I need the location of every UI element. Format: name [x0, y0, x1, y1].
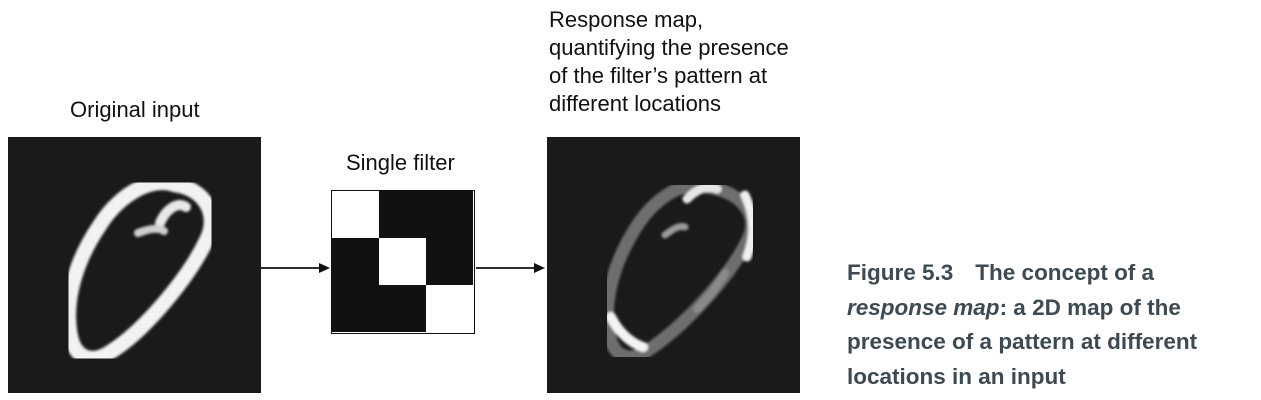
response-map-label-line: quantifying the presence: [549, 35, 789, 60]
filter-to-response-arrow: [476, 260, 546, 281]
filter-cell: [426, 285, 473, 332]
filter-cell: [332, 191, 379, 238]
caption-text-after: : a 2D map of the presence of a pattern …: [847, 294, 1198, 389]
figure-number: Figure 5.3: [847, 260, 954, 285]
original-input-image: [8, 137, 261, 393]
caption-italic-term: response map: [847, 294, 1000, 320]
filter-cell: [379, 238, 426, 285]
response-map-image: [547, 137, 800, 393]
filter-cell: [379, 191, 426, 238]
filter-cell: [426, 238, 473, 285]
response-map-label-line: Response map,: [549, 7, 704, 32]
single-filter-label: Single filter: [346, 150, 455, 175]
figure-caption: Figure 5.3 The concept of a response map:…: [847, 256, 1257, 394]
response-map-label: Response map, quantifying the presence o…: [549, 6, 849, 118]
caption-text-before: The concept of a: [975, 260, 1155, 285]
filter-cell: [332, 285, 379, 332]
response-map-label-line: different locations: [549, 91, 722, 116]
original-input-label: Original input: [70, 97, 200, 122]
response-map-label-line: of the filter’s pattern at: [549, 63, 768, 88]
filter-cell: [332, 238, 379, 285]
filter-cell: [426, 191, 473, 238]
input-to-filter-arrow: [261, 260, 331, 281]
filter-cell: [379, 285, 426, 332]
single-filter-grid: [331, 190, 475, 334]
